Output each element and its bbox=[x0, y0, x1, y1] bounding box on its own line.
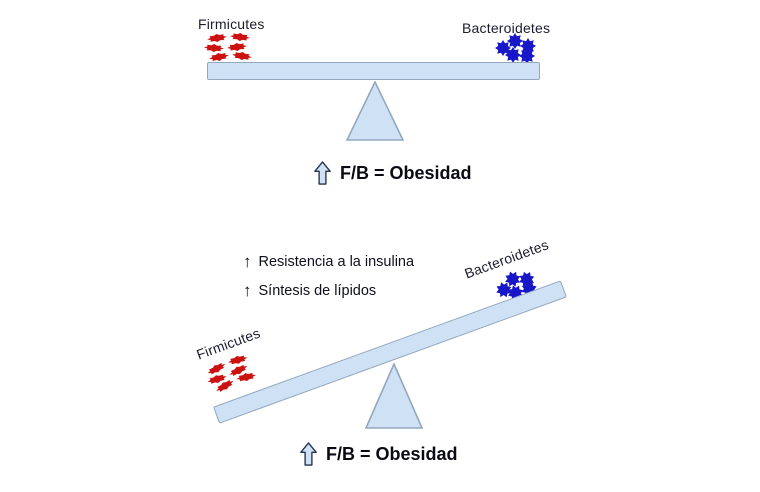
bacteroidetes-bacteria-icon bbox=[495, 33, 536, 64]
top-caption-text: F/B = Obesidad bbox=[340, 162, 472, 183]
fulcrum-triangle bbox=[365, 363, 423, 429]
annotation-lipid-synthesis: ↑ Síntesis de lípidos bbox=[243, 282, 376, 299]
balance-plank bbox=[207, 62, 540, 80]
firmicutes-label: Firmicutes bbox=[198, 16, 265, 32]
annotation-insulin-resistance: ↑ Resistencia a la insulina bbox=[243, 253, 414, 270]
top-caption: F/B = Obesidad bbox=[314, 161, 472, 185]
firmicutes-bacteria-icon bbox=[203, 32, 253, 63]
up-arrow-icon: ↑ bbox=[243, 252, 252, 271]
fulcrum-triangle bbox=[346, 81, 404, 141]
bacteroidetes-label: Bacteroidetes bbox=[462, 20, 551, 36]
up-arrow-icon: ↑ bbox=[243, 281, 252, 300]
annotation-text: Resistencia a la insulina bbox=[258, 253, 415, 270]
up-block-arrow-icon bbox=[300, 442, 317, 466]
bottom-caption-text: F/B = Obesidad bbox=[326, 443, 458, 464]
annotation-text: Síntesis de lípidos bbox=[258, 282, 377, 299]
bottom-caption: F/B = Obesidad bbox=[300, 442, 458, 466]
up-block-arrow-icon bbox=[314, 161, 331, 185]
